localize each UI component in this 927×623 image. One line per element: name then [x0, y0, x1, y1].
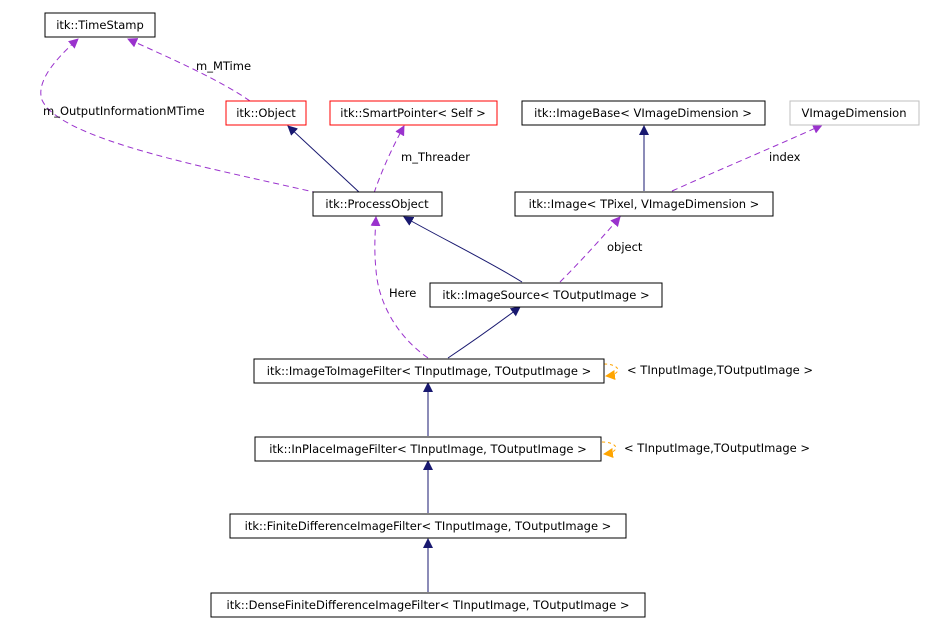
node-image[interactable]: itk::Image< TPixel, VImageDimension > [514, 191, 774, 217]
node-vimagedimension-label: VImageDimension [801, 106, 906, 120]
edge-label-index: index [769, 150, 801, 164]
node-inplaceimagefilter[interactable]: itk::InPlaceImageFilter< TInputImage, TO… [254, 436, 602, 462]
node-smartpointer-box [329, 100, 498, 126]
node-processobject[interactable]: itk::ProcessObject [312, 191, 443, 217]
edge-label-m-outputinformationmtime: m_OutputInformationMTime [43, 104, 205, 118]
node-timestamp-box [44, 12, 156, 38]
node-processobject-label: itk::ProcessObject [325, 197, 429, 211]
node-imagetoimagefilter[interactable]: itk::ImageToImageFilter< TInputImage, TO… [253, 358, 605, 384]
edge-imagesource-image [559, 216, 621, 283]
node-vimagedimension[interactable]: VImageDimension [789, 100, 920, 126]
node-densefinitedifferenceimagefilter[interactable]: itk::DenseFiniteDifferenceImageFilter< T… [210, 592, 646, 618]
node-imagesource-label: itk::ImageSource< TOutputImage > [442, 288, 649, 302]
node-finitedifferenceimagefilter-box [229, 513, 627, 539]
edge-processobject-object [287, 125, 361, 194]
node-timestamp[interactable]: itk::TimeStamp [44, 12, 156, 38]
node-imagetoimagefilter-box [253, 358, 605, 384]
edge-label-template-inplace: < TInputImage,TOutputImage > [624, 441, 810, 455]
node-imagetoimagefilter-label: itk::ImageToImageFilter< TInputImage, TO… [267, 364, 591, 378]
edge-processobject-timestamp [40, 38, 319, 194]
node-object-box [225, 100, 307, 126]
edge-processobject-smartpointer [373, 125, 405, 194]
node-finitedifferenceimagefilter[interactable]: itk::FiniteDifferenceImageFilter< TInput… [229, 513, 627, 539]
node-object[interactable]: itk::Object [225, 100, 307, 126]
node-object-label: itk::Object [236, 106, 296, 120]
node-smartpointer-label: itk::SmartPointer< Self > [340, 106, 485, 120]
nodes: itk::TimeStamp itk::Object itk::SmartPoi… [44, 12, 920, 618]
edge-labels: m_MTime m_OutputInformationMTime m_Threa… [43, 59, 813, 455]
edge-label-template-imagetoimage: < TInputImage,TOutputImage > [627, 363, 813, 377]
node-smartpointer[interactable]: itk::SmartPointer< Self > [329, 100, 498, 126]
node-densefinitedifferenceimagefilter-label: itk::DenseFiniteDifferenceImageFilter< T… [227, 598, 630, 612]
edges [40, 38, 823, 592]
node-inplaceimagefilter-label: itk::InPlaceImageFilter< TInputImage, TO… [269, 442, 587, 456]
node-image-label: itk::Image< TPixel, VImageDimension > [529, 197, 760, 211]
node-imagebase[interactable]: itk::ImageBase< VImageDimension > [521, 100, 766, 126]
node-finitedifferenceimagefilter-label: itk::FiniteDifferenceImageFilter< TInput… [245, 519, 612, 533]
node-imagebase-box [521, 100, 766, 126]
edge-label-m-threader: m_Threader [401, 150, 470, 164]
edge-image-vimagedimension [671, 124, 823, 192]
edge-imagetoimagefilter-imagesource [447, 306, 521, 359]
edge-label-here: Here [389, 286, 416, 300]
node-imagesource-box [429, 282, 663, 308]
edge-object-timestamp [127, 38, 251, 102]
edge-label-m-mtime: m_MTime [196, 59, 251, 73]
node-imagebase-label: itk::ImageBase< VImageDimension > [534, 106, 752, 120]
node-timestamp-label: itk::TimeStamp [56, 18, 144, 32]
node-processobject-box [312, 191, 443, 217]
edge-inplace-template [601, 441, 617, 458]
node-vimagedimension-box [789, 100, 920, 126]
node-imagesource[interactable]: itk::ImageSource< TOutputImage > [429, 282, 663, 308]
edge-imagesource-processobject [403, 216, 523, 283]
node-inplaceimagefilter-box [254, 436, 602, 462]
edge-imagetoimagefilter-template [603, 363, 619, 380]
edge-label-object: object [607, 240, 643, 254]
node-densefinitedifferenceimagefilter-box [210, 592, 646, 618]
node-image-box [514, 191, 774, 217]
edge-imagetoimagefilter-processobject [370, 216, 429, 359]
